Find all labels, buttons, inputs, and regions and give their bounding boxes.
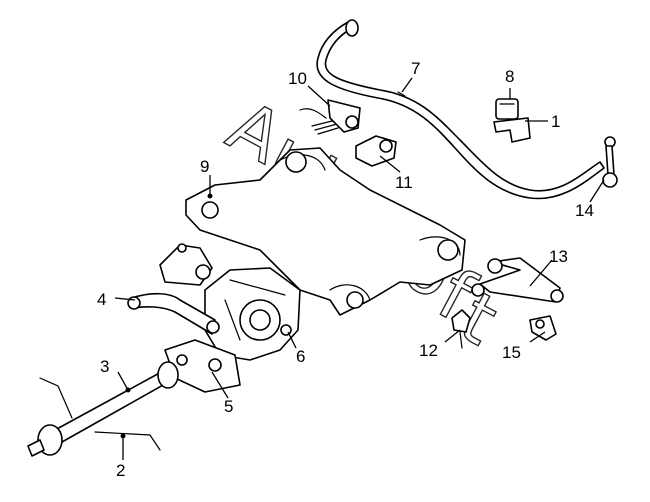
label-part-7: 7 — [411, 59, 420, 78]
bracket-part — [355, 135, 397, 167]
label-part-2: 2 — [116, 461, 125, 480]
label-part-4: 4 — [97, 290, 106, 309]
upper-arm — [471, 257, 564, 303]
label-part-1: 1 — [551, 112, 560, 131]
diff-mount — [164, 339, 241, 393]
shaft-rods — [39, 377, 161, 451]
label-part-15: 15 — [502, 343, 521, 362]
label-part-6: 6 — [296, 347, 305, 366]
subframe — [185, 147, 466, 316]
callouts — [114, 77, 605, 460]
label-part-14: 14 — [575, 201, 594, 220]
propeller-shaft — [27, 361, 179, 457]
label-part-8: 8 — [505, 67, 514, 86]
small-bracket — [529, 315, 557, 341]
label-part-12: 12 — [419, 341, 438, 360]
label-part-13: 13 — [549, 247, 568, 266]
clamp-part — [493, 117, 531, 143]
label-part-10: 10 — [288, 69, 307, 88]
bush-part — [495, 98, 519, 120]
stabilizer-bar — [316, 19, 605, 200]
label-part-5: 5 — [224, 397, 233, 416]
sensor-part — [299, 99, 361, 135]
labels: 1 2 3 4 5 6 7 8 9 10 11 12 13 14 15 — [97, 59, 594, 480]
differential — [204, 267, 301, 361]
drop-link — [602, 136, 618, 188]
mount-block — [159, 243, 213, 286]
label-part-3: 3 — [100, 357, 109, 376]
ball-joint — [451, 309, 471, 349]
label-part-11: 11 — [395, 173, 413, 192]
label-part-9: 9 — [200, 157, 209, 176]
